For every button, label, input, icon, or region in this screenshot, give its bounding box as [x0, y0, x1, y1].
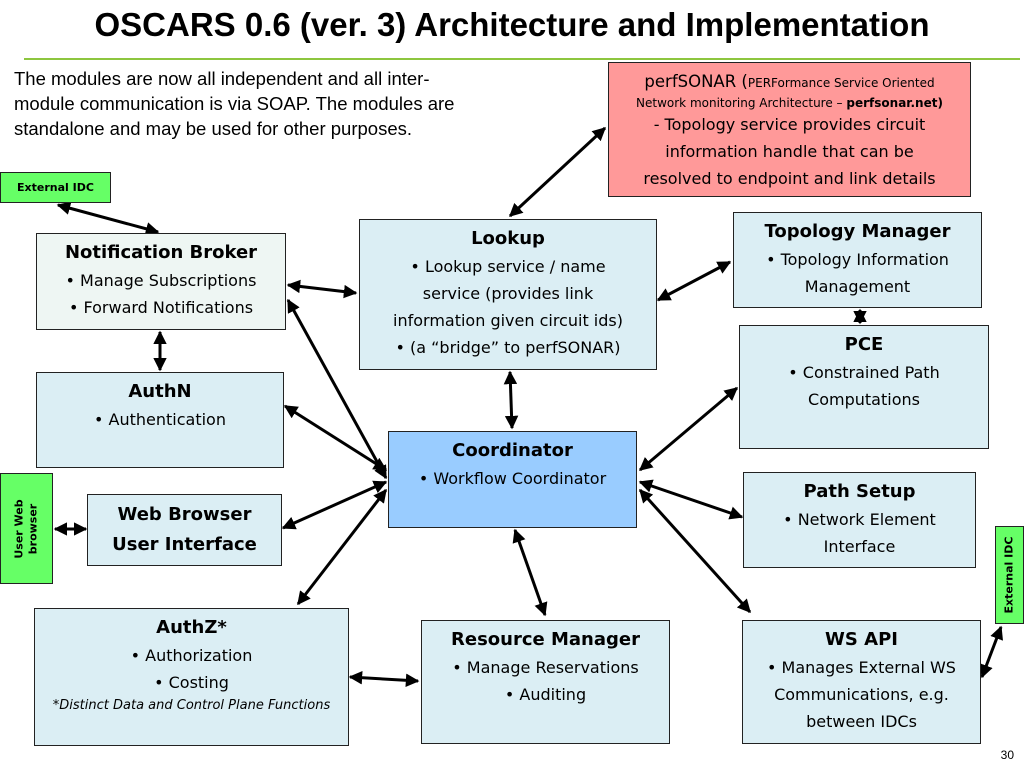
external-idc-right-label: External IDC: [1002, 536, 1016, 614]
ws-api-title: WS API: [825, 629, 898, 650]
user-web-browser-line-2: browser: [26, 503, 40, 554]
perfsonar-expansion2: Network monitoring Architecture –: [636, 96, 843, 110]
coordinator-title: Coordinator: [452, 440, 573, 461]
authz-item-2: • Costing: [154, 673, 229, 692]
intro-text: The modules are now all independent and …: [14, 66, 574, 141]
arrow-pce-coordinator: [638, 386, 739, 472]
intro-line-3: standalone and may be used for other pur…: [14, 118, 413, 139]
lookup-box: Lookup • Lookup service / name service (…: [359, 219, 657, 370]
web-browser-ui-line-1: Web Browser: [117, 504, 252, 525]
perfsonar-expansion-line2: Network monitoring Architecture – perfso…: [609, 95, 970, 111]
resource-manager-item-2: • Auditing: [504, 685, 587, 704]
path-setup-box: Path Setup • Network Element Interface: [743, 472, 976, 568]
user-web-browser-label: User Web browser: [13, 499, 41, 558]
web-browser-ui-line-2: User Interface: [112, 534, 257, 555]
resource-manager-title: Resource Manager: [451, 629, 640, 650]
intro-line-1: The modules are now all independent and …: [14, 68, 430, 89]
perfsonar-desc-2: information handle that can be: [665, 142, 914, 161]
arrow-authz-resource: [348, 670, 420, 688]
authz-note: *Distinct Data and Control Plane Functio…: [52, 698, 331, 713]
arrow-extidc-notification: [56, 201, 160, 236]
authn-title: AuthN: [128, 381, 192, 402]
topology-manager-item-2: Management: [804, 277, 911, 296]
slide-title: OSCARS 0.6 (ver. 3) Architecture and Imp…: [94, 6, 930, 43]
lookup-item-4: • (a “bridge” to perfSONAR): [395, 338, 621, 357]
topology-manager-title: Topology Manager: [764, 221, 951, 242]
arrow-lookup-coordinator: [503, 370, 519, 430]
topology-manager-box: Topology Manager • Topology Information …: [733, 212, 982, 308]
perfsonar-desc-3: resolved to endpoint and link details: [643, 169, 936, 188]
path-setup-item-1: • Network Element: [783, 510, 936, 529]
arrow-webui-coordinator: [281, 480, 388, 530]
lookup-item-1: • Lookup service / name: [410, 257, 606, 276]
notification-broker-item-2: • Forward Notifications: [68, 298, 254, 317]
arrow-notification-lookup: [286, 279, 358, 299]
ws-api-item-2: Communications, e.g.: [774, 685, 949, 704]
resource-manager-box: Resource Manager • Manage Reservations •…: [421, 620, 670, 744]
arrow-wsapi-coordinator: [638, 488, 752, 614]
ws-api-item-1: • Manages External WS: [767, 658, 956, 677]
perfsonar-heading: perfSONAR (PERFormance Service Oriented: [609, 68, 970, 95]
coordinator-box: Coordinator • Workflow Coordinator: [388, 431, 637, 528]
arrow-authn-coordinator: [283, 404, 388, 472]
ws-api-box: WS API • Manages External WS Communicati…: [742, 620, 981, 744]
arrow-lookup-topology: [656, 260, 732, 302]
authn-box: AuthN • Authentication: [36, 372, 284, 468]
notification-broker-title: Notification Broker: [64, 242, 258, 263]
pce-item-2: Computations: [808, 390, 920, 409]
external-idc-top-label: External IDC: [17, 181, 94, 194]
resource-manager-item-1: • Manage Reservations: [452, 658, 639, 677]
arrow-wsapi-extidc: [980, 625, 1003, 679]
lookup-title: Lookup: [471, 228, 545, 249]
web-browser-ui-box: Web Browser User Interface: [87, 494, 282, 566]
topology-manager-item-1: • Topology Information: [766, 250, 949, 269]
lookup-item-3: information given circuit ids): [393, 311, 623, 330]
external-idc-top-box: External IDC: [0, 172, 111, 203]
authz-title: AuthZ*: [156, 617, 227, 638]
perfsonar-desc-1: - Topology service provides circuit: [653, 115, 926, 134]
notification-broker-item-1: • Manage Subscriptions: [65, 271, 257, 290]
authn-item-1: • Authentication: [94, 410, 226, 429]
perfsonar-url: perfsonar.net): [846, 96, 943, 110]
page-number: 30: [1000, 748, 1014, 762]
arrow-pathsetup-coordinator: [638, 479, 744, 520]
pce-title: PCE: [844, 334, 884, 355]
ws-api-item-3: between IDCs: [806, 712, 917, 731]
arrow-lookup-perfsonar: [508, 126, 607, 218]
perfsonar-expansion: PERFormance Service Oriented: [747, 76, 935, 90]
perfsonar-name: perfSONAR (: [644, 72, 748, 91]
pce-item-1: • Constrained Path: [788, 363, 940, 382]
title-divider: [24, 58, 1020, 60]
intro-line-2: module communication is via SOAP. The mo…: [14, 93, 455, 114]
user-web-browser-box: User Web browser: [0, 473, 53, 584]
authz-item-1: • Authorization: [130, 646, 253, 665]
arrow-authz-coordinator: [296, 488, 388, 606]
authz-box: AuthZ* • Authorization • Costing *Distin…: [34, 608, 349, 746]
path-setup-item-2: Interface: [823, 537, 896, 556]
lookup-item-2: service (provides link: [422, 284, 594, 303]
user-web-browser-line-1: User Web: [12, 498, 26, 559]
coordinator-item-1: • Workflow Coordinator: [418, 469, 607, 488]
external-idc-right-box: External IDC: [995, 526, 1024, 624]
notification-broker-box: Notification Broker • Manage Subscriptio…: [36, 233, 286, 330]
pce-box: PCE • Constrained Path Computations: [739, 325, 989, 449]
arrow-coordinator-resource: [512, 528, 548, 617]
path-setup-title: Path Setup: [803, 481, 916, 502]
perfsonar-box: perfSONAR (PERFormance Service Oriented …: [608, 62, 971, 197]
